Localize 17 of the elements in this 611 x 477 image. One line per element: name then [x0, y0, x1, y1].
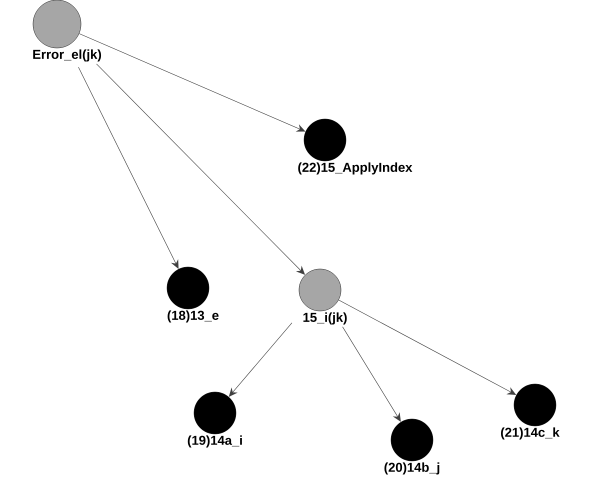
arrow: [228, 322, 292, 397]
node-label: (21)14c_k: [501, 427, 560, 440]
circle-node: (20)14b_j: [384, 418, 440, 474]
node-label: (18)13_e: [168, 310, 219, 323]
node-label: (20)14b_j: [384, 462, 440, 475]
arrow: [342, 326, 401, 422]
node-label: Error_el(jk): [33, 49, 102, 62]
node-label: 15_i(jk): [303, 312, 347, 325]
circle-node: 15_i(jk): [298, 268, 347, 324]
node-label: (22)15_ApplyIndex: [298, 162, 412, 175]
circle-node: (22)15_ApplyIndex: [298, 118, 412, 175]
circle-node: (18)13_e: [166, 266, 219, 322]
circle-node: (19)14a_i: [188, 392, 242, 448]
circle-node: (21)14c_k: [501, 384, 560, 440]
circle-node: Error_el(jk): [32, 0, 102, 62]
node-label: (19)14a_i: [188, 435, 242, 448]
arrow: [78, 66, 179, 269]
